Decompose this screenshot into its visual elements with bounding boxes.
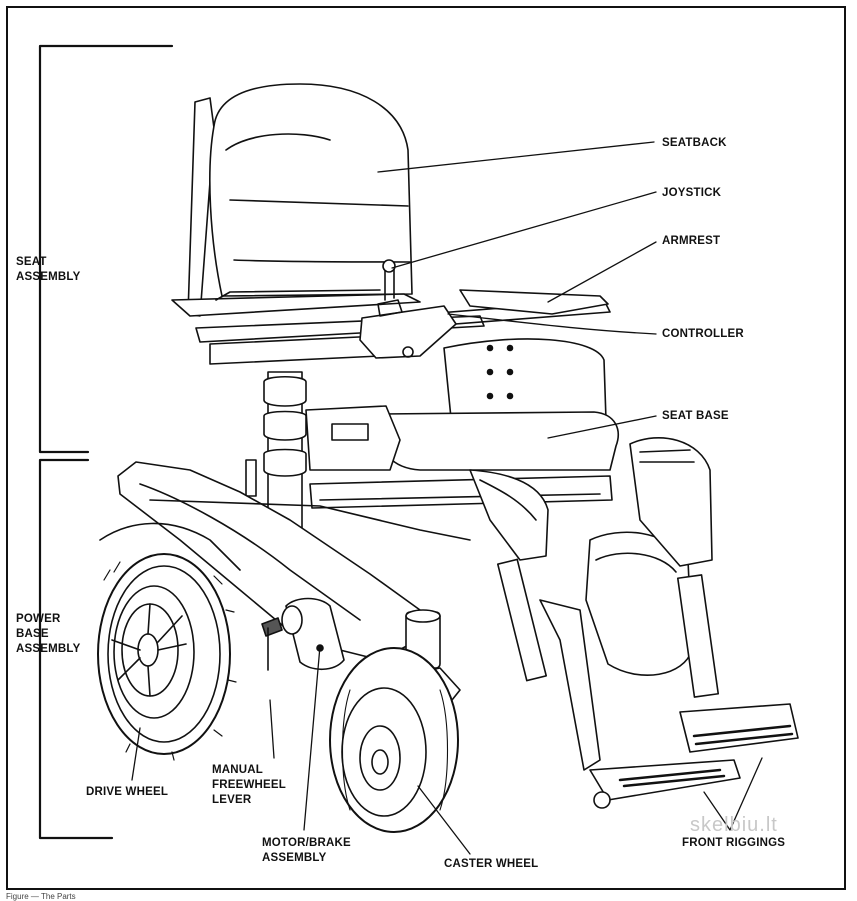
label-motor-brake-assembly: MOTOR/BRAKE ASSEMBLY [262,837,351,864]
right-front-rigging-shape [629,437,799,753]
label-front-riggings: FRONT RIGGINGS [682,837,786,849]
label-caster-wheel: CASTER WHEEL [444,858,539,870]
side-panel-shape [443,338,607,429]
controller-shape [359,259,457,359]
label-joystick: JOYSTICK [662,187,722,199]
leader-lines [131,141,763,855]
label-drive-wheel: DRIVE WHEEL [86,786,169,798]
seat-column-shape [245,371,307,531]
seat-assembly-bracket [38,44,174,454]
right-armrest-shape [459,289,609,315]
left-armrest-shape [171,289,421,317]
label-controller: CONTROLLER [662,328,744,340]
power-base-bracket [38,458,114,840]
left-front-rigging-shape [469,469,741,809]
watermark-text: skelbiu.lt [690,814,778,836]
label-seatback: SEATBACK [662,137,727,149]
diagram-frame [6,6,846,890]
label-armrest: ARMREST [662,235,721,247]
seat-base-shape [305,405,619,509]
label-manual-freewheel-lever: MANUAL FREEWHEEL LEVER [212,764,286,806]
label-power-base-assembly: POWER BASE ASSEMBLY [16,613,81,655]
label-seat-assembly: SEAT ASSEMBLY [16,256,81,283]
figure-caption: Figure — The Parts [6,892,76,901]
drive-wheel-shape [97,553,237,761]
seatback-shape [187,83,413,317]
motor-brake-shape [261,597,345,671]
label-seat-base: SEAT BASE [662,410,729,422]
caster-wheel-shape [329,609,461,833]
